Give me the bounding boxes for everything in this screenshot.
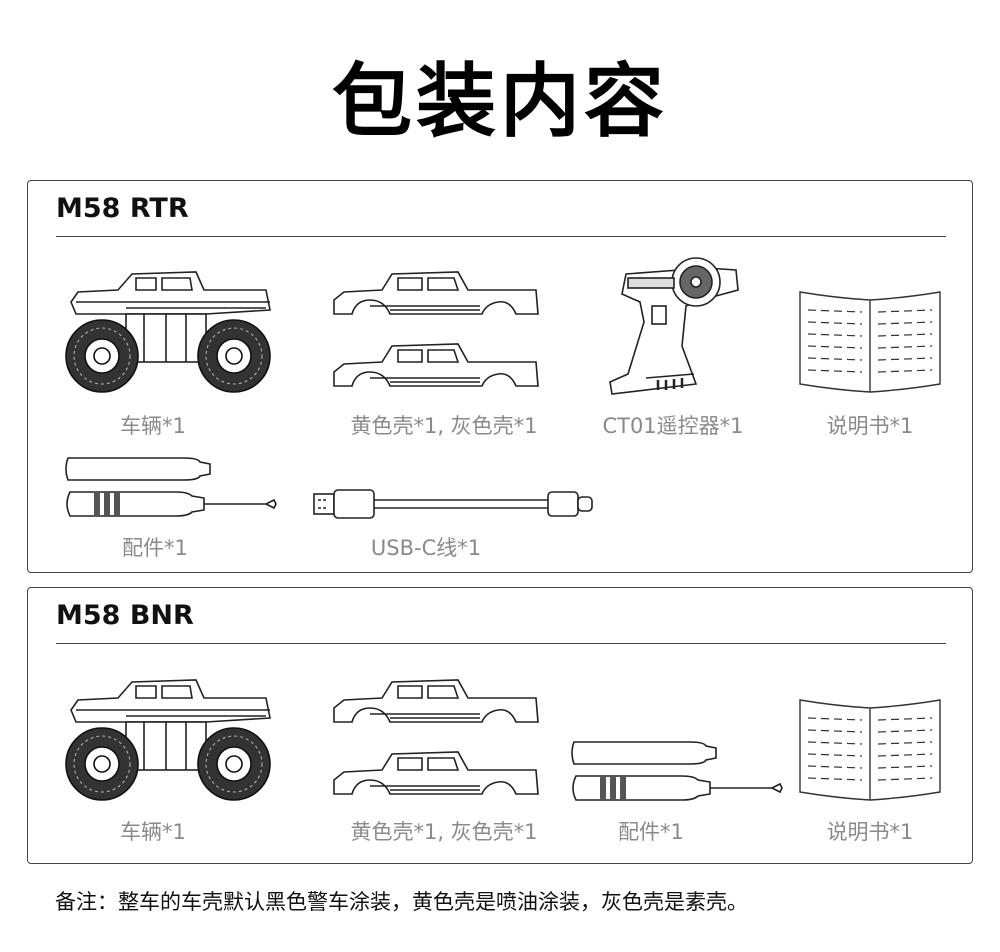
screwdriver-accessories-icon xyxy=(64,454,280,520)
rtr-section-title: M58 RTR xyxy=(56,193,189,224)
bnr-accessories-label: 配件*1 xyxy=(618,820,684,844)
rtr-shells-label: 黄色壳*1, 灰色壳*1 xyxy=(350,414,538,438)
manual-icon xyxy=(798,696,942,801)
rtr-accessories-label: 配件*1 xyxy=(122,536,188,560)
bnr-package-panel: M58 BNR xyxy=(27,587,973,864)
rtr-manual-label: 说明书*1 xyxy=(826,414,914,438)
rtr-remote-label: CT01遥控器*1 xyxy=(602,414,744,438)
monster-truck-icon xyxy=(65,676,276,808)
footnote: 备注：整车的车壳默认黑色警车涂装，黄色壳是喷油涂装，灰色壳是素壳。 xyxy=(55,890,748,914)
page-title: 包装内容 xyxy=(332,55,668,148)
bnr-shells-label: 黄色壳*1, 灰色壳*1 xyxy=(350,820,538,844)
rtr-truck-label: 车辆*1 xyxy=(120,414,186,438)
remote-controller-icon xyxy=(606,254,746,396)
bnr-divider xyxy=(56,643,946,644)
rtr-divider xyxy=(56,236,946,237)
usb-c-cable-icon xyxy=(312,488,594,520)
screwdriver-accessories-icon xyxy=(570,738,786,804)
manual-icon xyxy=(798,288,942,393)
bnr-truck-label: 车辆*1 xyxy=(120,820,186,844)
truck-shells-icon xyxy=(330,678,542,802)
monster-truck-icon xyxy=(65,268,276,400)
bnr-manual-label: 说明书*1 xyxy=(826,820,914,844)
truck-shells-icon xyxy=(330,270,542,394)
rtr-cable-label: USB-C线*1 xyxy=(370,536,482,560)
rtr-package-panel: M58 RTR xyxy=(27,180,973,573)
bnr-section-title: M58 BNR xyxy=(56,600,194,631)
